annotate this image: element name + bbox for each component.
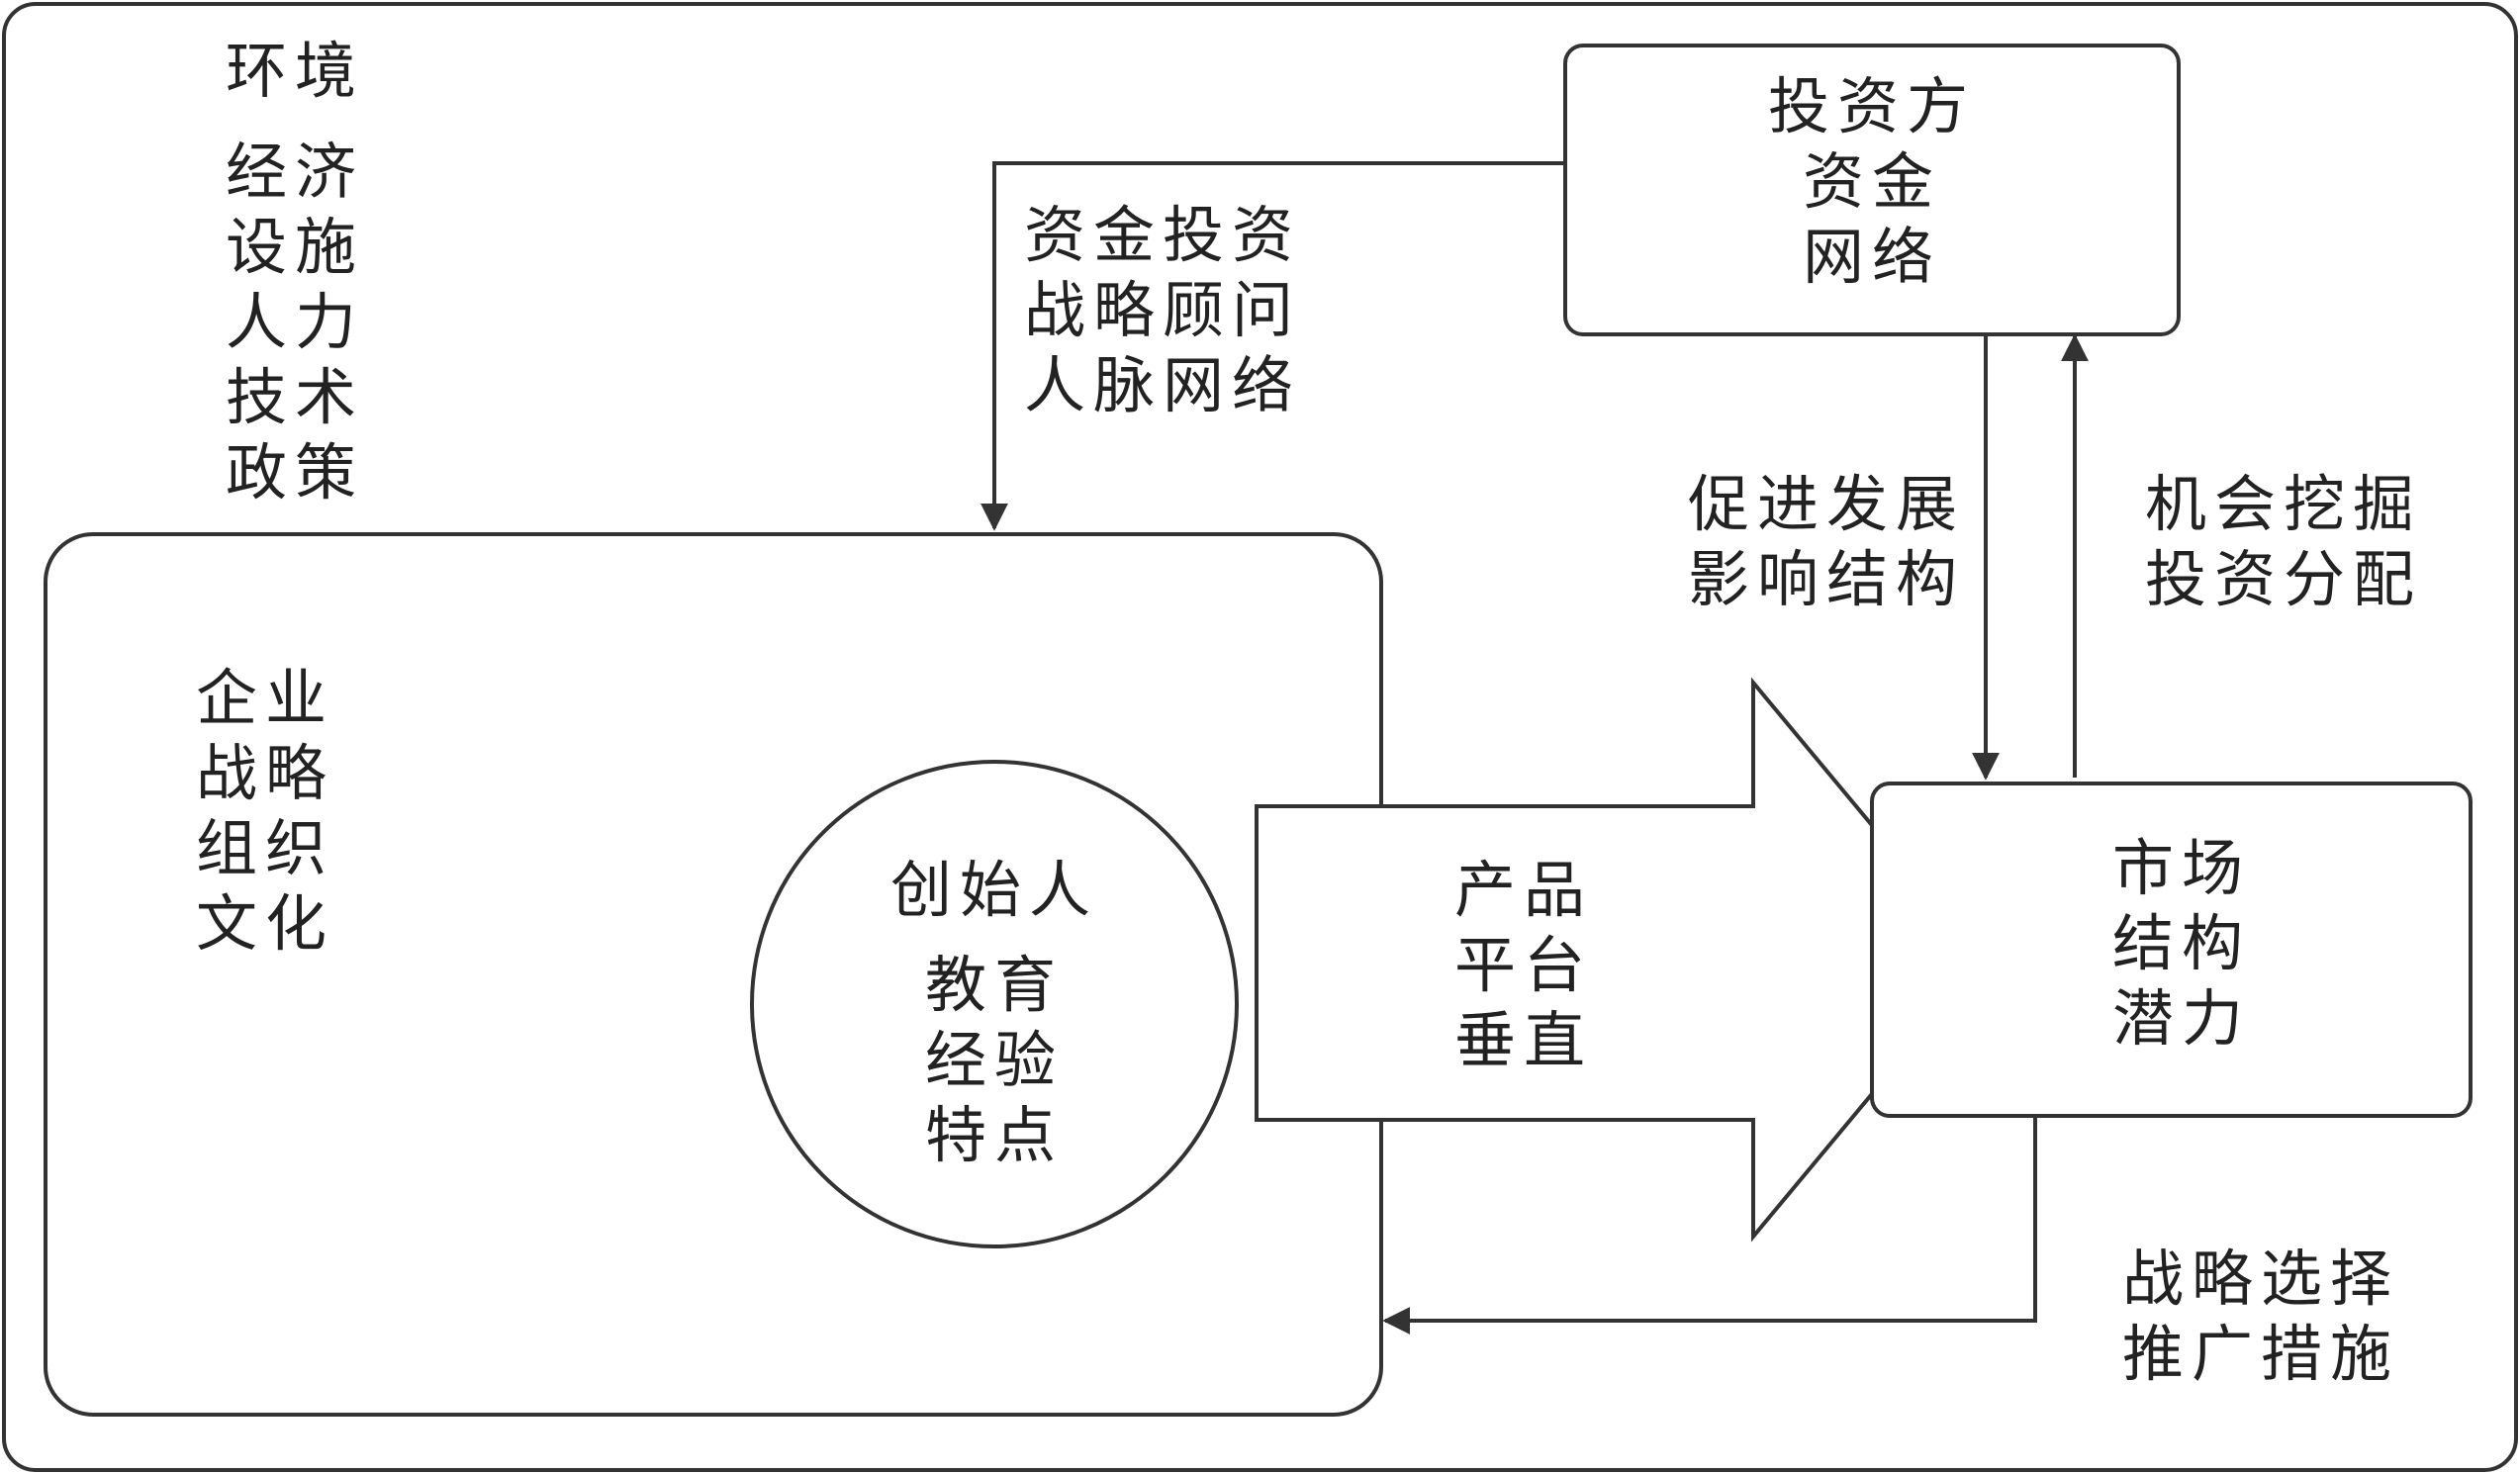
investor-to-market-labels: 促进发展 影响结构 xyxy=(1688,467,1965,617)
founder-labels: 创始人 教育 经验 特点 xyxy=(752,853,1237,1173)
product-arrow xyxy=(1255,677,1987,1243)
market-to-enterprise-arrow xyxy=(1382,1118,2037,1335)
product-label: 平台 xyxy=(1453,929,1593,1001)
market-item: 结构 xyxy=(2111,907,2251,979)
enterprise-title: 企业 xyxy=(196,662,335,734)
product-label: 产品 xyxy=(1453,854,1593,926)
investor-to-enterprise-labels: 资金投资 战略顾问 人脉网络 xyxy=(1024,198,1301,423)
environment-item: 技术 xyxy=(226,361,365,433)
flow-label: 战略选择 xyxy=(2122,1243,2400,1315)
flow-label: 资金投资 xyxy=(1024,199,1302,271)
market-box xyxy=(1870,782,2473,1118)
enterprise-item: 文化 xyxy=(196,887,335,960)
founder-item: 教育 xyxy=(924,949,1064,1021)
founder-item: 经验 xyxy=(924,1024,1064,1096)
environment-labels: 环境 经济 设施 人力 技术 政策 xyxy=(226,34,364,510)
environment-item: 政策 xyxy=(226,436,365,508)
founder-item: 特点 xyxy=(924,1099,1064,1171)
environment-item: 人力 xyxy=(226,286,365,358)
flow-label: 影响结构 xyxy=(1688,543,1966,615)
enterprise-item: 组织 xyxy=(196,812,335,884)
investor-item: 资金 xyxy=(1802,145,1941,218)
flow-label: 战略顾问 xyxy=(1024,274,1302,346)
market-to-investor-labels: 机会挖掘 投资分配 xyxy=(2145,467,2422,617)
flow-label: 促进发展 xyxy=(1688,468,1966,540)
market-title: 市场 xyxy=(2111,832,2251,904)
environment-item: 经济 xyxy=(226,136,365,208)
flow-label: 机会挖掘 xyxy=(2145,468,2423,540)
enterprise-item: 战略 xyxy=(196,737,335,809)
investor-labels: 投资方 资金 网络 xyxy=(1565,69,2179,295)
enterprise-labels: 企业 战略 组织 文化 xyxy=(196,661,334,962)
flow-label: 人脉网络 xyxy=(1024,349,1302,421)
flow-label: 推广措施 xyxy=(2122,1318,2400,1390)
investor-title: 投资方 xyxy=(1767,70,1976,142)
environment-item: 设施 xyxy=(226,211,365,283)
founder-title: 创始人 xyxy=(889,854,1098,926)
market-item: 潜力 xyxy=(2111,982,2251,1055)
product-arrow-labels: 产品 平台 垂直 xyxy=(1425,853,1623,1078)
environment-title: 环境 xyxy=(226,35,365,107)
market-labels: 市场 结构 潜力 xyxy=(2088,831,2276,1057)
flow-label: 投资分配 xyxy=(2145,543,2423,615)
market-to-enterprise-labels: 战略选择 推广措施 xyxy=(2122,1242,2399,1392)
founder-circle xyxy=(750,760,1239,1248)
product-label: 垂直 xyxy=(1453,1004,1593,1076)
investor-to-enterprise-arrow xyxy=(980,161,1565,531)
investor-item: 网络 xyxy=(1802,221,1941,293)
investor-box xyxy=(1563,44,2181,336)
